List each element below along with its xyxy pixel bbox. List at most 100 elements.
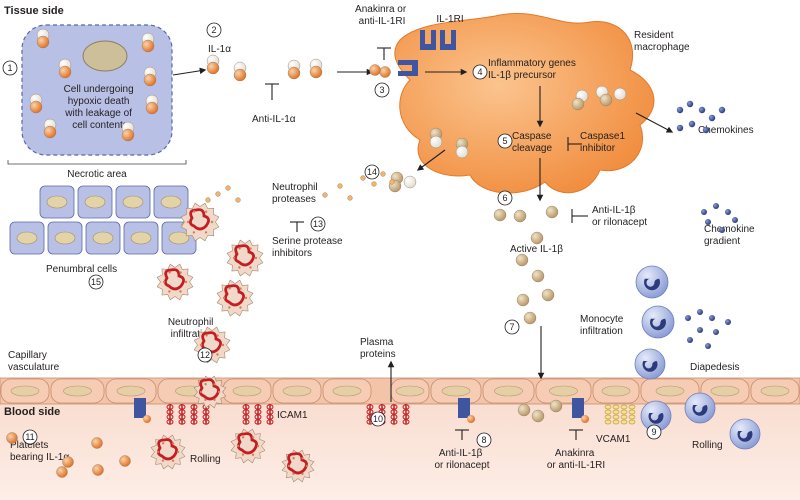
vcam1-molecule [620, 409, 628, 415]
icam1-domain [402, 414, 410, 420]
neutrophil-granule [156, 450, 160, 454]
chemokine-dot-icon [718, 106, 726, 114]
anti-il1a-label: Anti-IL-1α [252, 114, 296, 125]
platelet [91, 437, 103, 449]
icam1-domain [266, 414, 274, 420]
step-number: 14 [367, 167, 377, 177]
il1a-particle [309, 65, 323, 79]
platelet [56, 466, 68, 478]
bound-particle [467, 415, 475, 423]
neutrophil-granule [204, 383, 207, 386]
caspase-cleavage-label: Caspase cleavage [512, 131, 554, 154]
step-marker [646, 424, 662, 440]
penumbral-nucleus [160, 195, 182, 209]
step-number: 15 [91, 277, 101, 287]
inhibition-bar-icon [265, 47, 588, 440]
step-number: 7 [509, 322, 514, 332]
active-il1b-particle [516, 293, 530, 307]
neutrophil-granule [305, 464, 309, 468]
icam1-domain [366, 409, 374, 415]
anakinra-top-label: Anakinra or anti-IL-1RI [355, 4, 409, 27]
monocyte-nucleus [737, 430, 753, 442]
active-il1b-particle [513, 209, 527, 223]
monocytes [634, 265, 761, 450]
protease-particle [205, 197, 211, 203]
step-number: 12 [200, 350, 210, 360]
penumbral-cells-label: Penumbral cells [46, 264, 117, 275]
protease-particle [371, 181, 377, 187]
hypoxic-cell [21, 24, 173, 156]
endothelial-nucleus [282, 385, 312, 397]
rolling-left-label: Rolling [190, 454, 221, 465]
neutrophil-granule [192, 231, 196, 234]
step-marker [2, 60, 18, 76]
neutrophil-granule [251, 436, 255, 439]
neutrophil-granule [222, 296, 226, 300]
active-il1b-label: Active IL-1β [510, 244, 563, 255]
caspase1-inhibitor-label: Caspase1 inhibitor [580, 131, 628, 154]
step-marker [22, 429, 38, 445]
receptor-icon [398, 30, 456, 76]
vcam1-molecule [628, 414, 636, 420]
vcam1-molecule [628, 419, 636, 425]
neutrophil-granule [171, 442, 175, 445]
step-marker [197, 347, 213, 363]
chemokine-gradient-label: Chemokine gradient [704, 224, 757, 247]
active-il1b-particle [530, 231, 544, 245]
bound-particle [581, 415, 589, 423]
icam1-domain [402, 419, 410, 425]
vcam1-molecule [612, 404, 620, 410]
neutrophil-nucleus [287, 452, 308, 475]
icam1-domain [254, 404, 262, 410]
capillary-endothelium [0, 377, 800, 405]
protease-particle [360, 175, 366, 181]
il1a-particle [145, 101, 159, 115]
neutrophil-granule [292, 457, 295, 460]
neutrophil-granule [216, 334, 219, 337]
neutrophil-granule [199, 343, 203, 347]
neutrophil-granule [161, 442, 165, 445]
chemokine-dot-icon [713, 203, 719, 209]
active-il1b-particle [517, 403, 531, 417]
step-marker [472, 64, 488, 80]
chemokine-dot-icon [676, 124, 684, 132]
step-number: 5 [502, 136, 507, 146]
penumbral-nucleus [130, 231, 152, 245]
receptor-icon [458, 398, 470, 418]
tissue-side-label: Tissue side [4, 5, 64, 17]
icam1-domain [166, 414, 174, 420]
step-number: 11 [25, 432, 34, 442]
adhesion-molecules [134, 398, 636, 425]
monocyte-icon [729, 418, 761, 450]
bound-particle [143, 415, 151, 423]
vcam1-molecule [620, 419, 628, 425]
il1b-precursor-particle [455, 145, 469, 159]
step-marker [364, 164, 380, 180]
icam1-domain [178, 414, 186, 420]
chemokine-dot-icon [676, 106, 684, 114]
particles [6, 28, 627, 478]
step-number: 3 [379, 85, 384, 95]
monocyte-icon [684, 392, 716, 424]
chemokines-label: Chemokines [698, 125, 754, 136]
neutrophil-granule [236, 444, 240, 448]
vcam1-molecule [604, 419, 612, 425]
icam1-domain [266, 404, 274, 410]
icam1-label: ICAM1 [277, 410, 308, 421]
il1a-particle [287, 66, 301, 80]
il1b-precursor-particle [429, 135, 443, 149]
endothelial-nucleus [549, 385, 578, 397]
endothelial-nucleus [710, 385, 740, 397]
neutrophil-granule [221, 343, 225, 347]
neutrophil-granule [186, 220, 190, 224]
chemokine-dot-icon [687, 337, 693, 343]
chemokine-dot-icon [702, 126, 710, 134]
il1b-precursor-particle [571, 97, 585, 111]
icam1-domain [190, 419, 198, 425]
icam1-domain [202, 419, 210, 425]
neutrophil-granule [301, 457, 304, 460]
protease-particle [225, 185, 231, 191]
blood-region [0, 400, 800, 500]
step-number: 10 [373, 414, 383, 424]
